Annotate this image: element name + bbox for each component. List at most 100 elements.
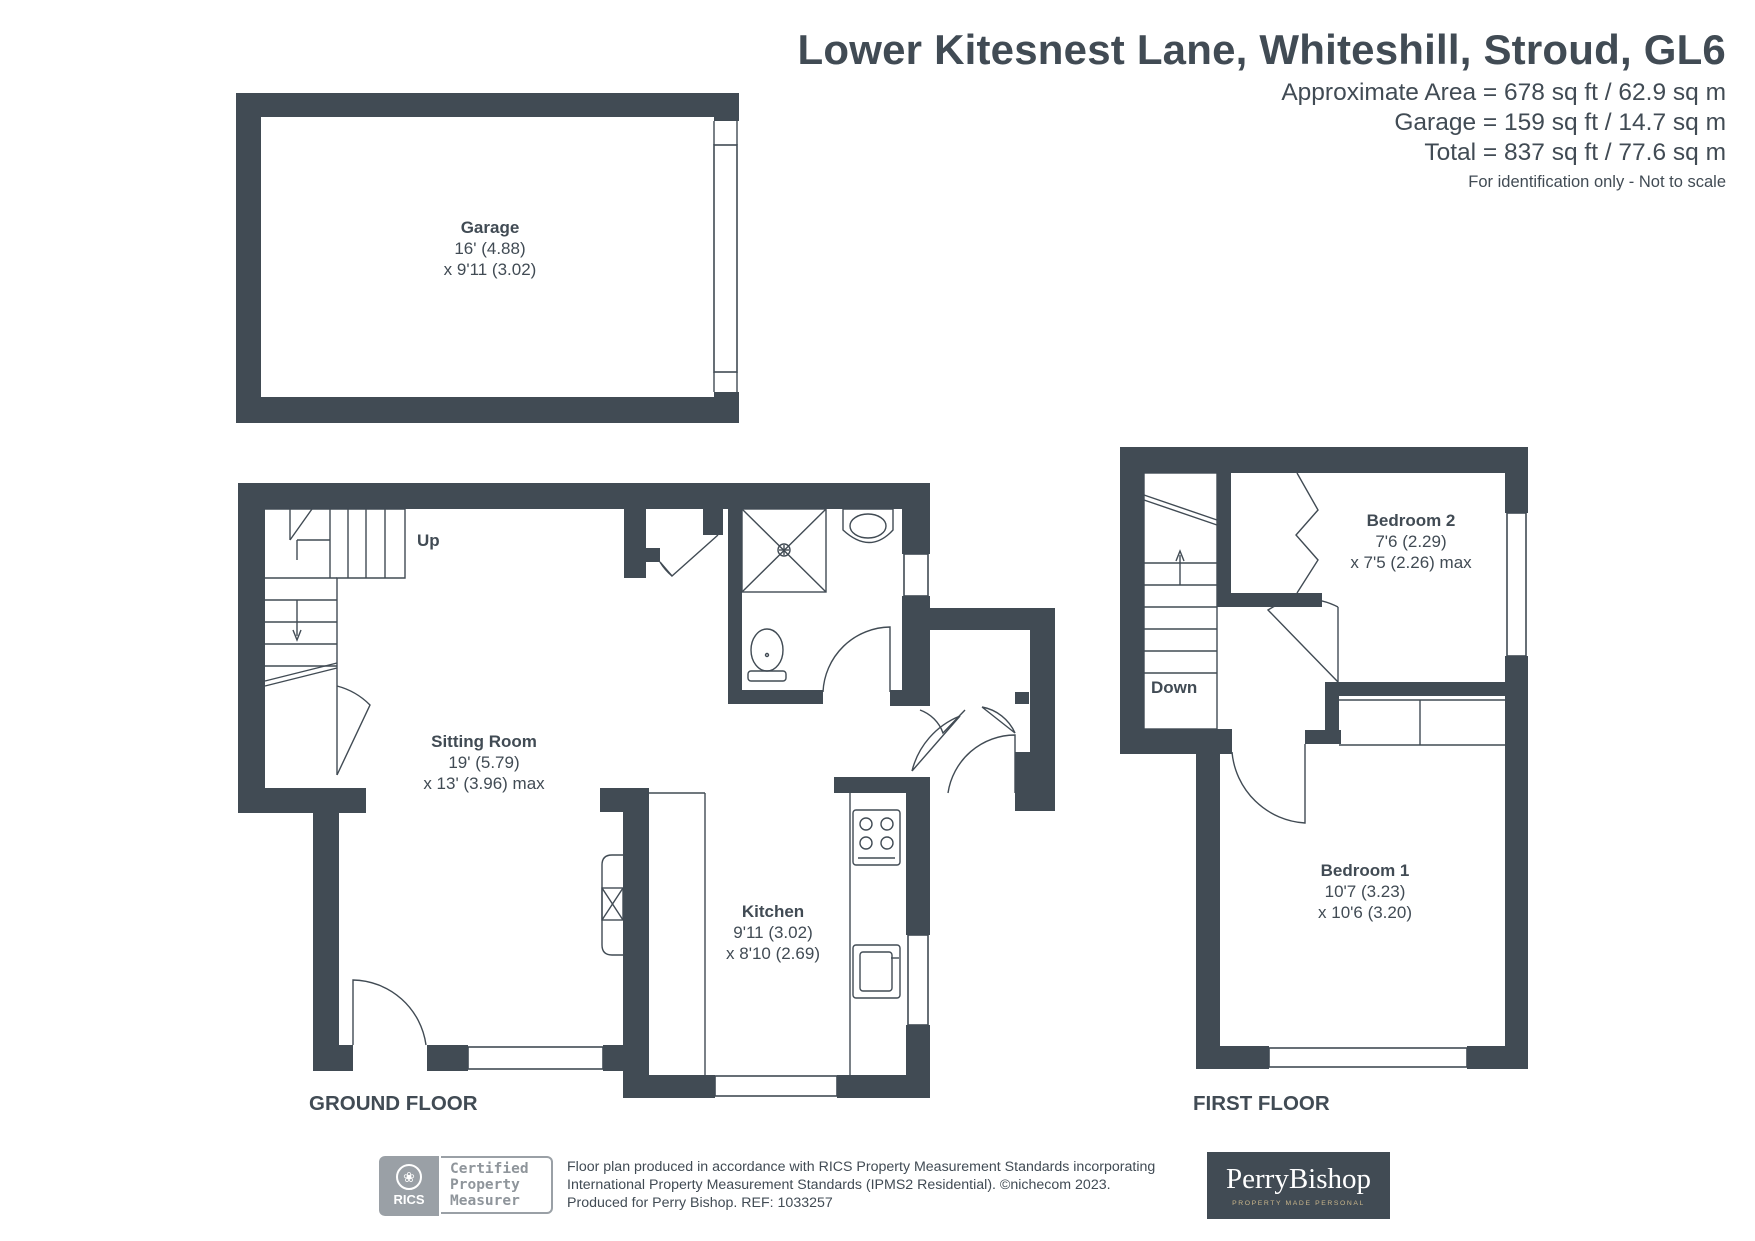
ff-bed1-stub: [1305, 730, 1341, 744]
bedroom1-dim2: x 10'6 (3.20): [1318, 903, 1412, 922]
ff-wall-right-lower: [1505, 656, 1528, 1069]
stairs-up-label: Up: [417, 531, 440, 550]
gf-partition-1b: [624, 548, 660, 562]
fixtures: [264, 472, 1505, 1075]
gf-wall-bottom-left: [313, 1045, 353, 1071]
garage-door: [713, 144, 738, 373]
garage-label: Garage: [461, 218, 520, 237]
total-area: Total = 837 sq ft / 77.6 sq m: [1424, 139, 1726, 166]
first-floor-label: FIRST FLOOR: [1193, 1092, 1330, 1115]
gf-window-sitting: [467, 1046, 604, 1070]
gf-porch-wall-right: [1030, 608, 1055, 811]
gf-kitchen-wall-left: [623, 788, 649, 1098]
gf-porch-wall-bottom: [1015, 792, 1055, 811]
kitchen-dim1: 9'11 (3.02): [733, 923, 812, 942]
bedroom2-dim2: x 7'5 (2.26) max: [1350, 553, 1472, 572]
walls: [236, 93, 1528, 1098]
gf-kitchen-wall-bottom-left: [623, 1075, 715, 1098]
ff-stair-partition: [1217, 473, 1231, 596]
gf-porch-wall-top: [905, 608, 1053, 630]
garage-area: Garage = 159 sq ft / 14.7 sq m: [1394, 109, 1726, 136]
front-door-swing: [947, 734, 1016, 794]
footer-line-1: Floor plan produced in accordance with R…: [567, 1159, 1156, 1175]
ff-landing-wall: [1217, 593, 1322, 607]
rics-cert-line-2: Property: [450, 1177, 520, 1193]
disclaimer: For identification only - Not to scale: [1468, 173, 1726, 191]
kitchen-dim2: x 8'10 (2.69): [726, 944, 820, 963]
property-header: Lower Kitesnest Lane, Whiteshill, Stroud…: [726, 22, 1726, 194]
bedroom1-label: Bedroom 1: [1321, 861, 1410, 880]
garage-dim1: 16' (4.88): [454, 239, 525, 258]
rics-certified-badge: ❀ RICS Certified Property Measurer: [379, 1156, 555, 1216]
floor-labels: GROUND FLOOR FIRST FLOOR: [309, 1092, 1330, 1115]
gf-shower-wall-left: [728, 509, 742, 704]
ground-floor-label: GROUND FLOOR: [309, 1092, 478, 1115]
gf-stairs-outline: [265, 508, 406, 686]
garage-wall-bottom: [236, 397, 739, 423]
garage-wall-left: [236, 93, 261, 423]
brand-tagline: PROPERTY MADE PERSONAL: [1232, 1200, 1365, 1207]
sitting-room-label: Sitting Room: [431, 732, 537, 751]
gf-wall-right-upper: [902, 509, 930, 554]
gf-wall-left-lower: [313, 788, 339, 1071]
gf-kitchen-wall-right-upper: [906, 788, 930, 935]
gf-kitchen-wall-top: [834, 777, 930, 793]
ff-wall-left: [1120, 447, 1144, 754]
gf-kitchen-wall-stub: [600, 788, 648, 812]
gf-wall-mid-left: [238, 788, 366, 813]
wash-basin: [842, 508, 894, 544]
rics-emblem-icon: ❀: [396, 1164, 422, 1190]
garage-wall-right-upper: [714, 93, 739, 121]
entrance-door-swing: [352, 979, 427, 1046]
garage-door-ends: [713, 121, 738, 392]
brand-name: PerryBishop: [1226, 1163, 1371, 1195]
property-address-title: Lower Kitesnest Lane, Whiteshill, Stroud…: [797, 26, 1726, 73]
rics-logo: ❀ RICS: [379, 1156, 439, 1216]
sitting-room-dim1: 19' (5.79): [448, 753, 519, 772]
ff-wall-right-upper: [1505, 447, 1528, 513]
ff-bed1-wall-left: [1196, 729, 1220, 1069]
garage-dim2: x 9'11 (3.02): [444, 260, 537, 279]
toilet-bowl: [750, 628, 784, 672]
ff-bed1-wall-bottom-left: [1196, 1046, 1269, 1069]
shower-tray: [741, 508, 827, 593]
ff-window-bed2: [1506, 512, 1527, 657]
bedroom2-label: Bedroom 2: [1367, 511, 1456, 530]
approximate-area: Approximate Area = 678 sq ft / 62.9 sq m: [1281, 79, 1726, 106]
ff-wall-top: [1120, 447, 1528, 473]
gf-wall-stub-right: [890, 690, 930, 706]
gf-porch-stub-2: [1015, 752, 1031, 794]
gf-shower-wall-bottom: [728, 690, 823, 704]
gf-window-bath: [903, 553, 929, 597]
perry-bishop-logo: PerryBishop PROPERTY MADE PERSONAL: [1207, 1152, 1390, 1219]
rics-cert-line-3: Measurer: [450, 1193, 520, 1209]
sitting-room-dim2: x 13' (3.96) max: [423, 774, 545, 793]
bedroom1-dim1: 10'7 (3.23): [1325, 882, 1406, 901]
rics-logo-text: RICS: [393, 1192, 425, 1207]
gf-window-kitchen-side: [907, 934, 929, 1026]
garage-wall-right-lower: [714, 392, 739, 423]
kitchen-label: Kitchen: [742, 902, 804, 921]
footer-line-2: International Property Measurement Stand…: [567, 1177, 1111, 1193]
gf-partition-2: [703, 509, 723, 535]
ff-bed1-wall-top: [1325, 682, 1517, 696]
gf-window-kitchen: [714, 1075, 838, 1097]
gf-wall-bottom-mid: [427, 1045, 468, 1071]
sitting-door-swing: [336, 685, 371, 776]
ff-window-bed1: [1268, 1047, 1468, 1068]
kitchen-sink: [852, 944, 901, 999]
bed2-wardrobe: [1295, 472, 1319, 594]
porch-inner-doors: [919, 709, 966, 735]
ff-bed1-wall-top-stub: [1325, 682, 1339, 732]
gf-wall-top: [238, 483, 930, 509]
rics-certificate-text: Certified Property Measurer: [441, 1156, 553, 1214]
footer-statement: Floor plan produced in accordance with R…: [567, 1158, 1155, 1212]
gf-partition-1: [624, 509, 646, 578]
bedroom2-dim1: 7'6 (2.29): [1375, 532, 1446, 551]
stairs-down-label: Down: [1151, 678, 1197, 697]
garage-wall-top: [236, 93, 739, 117]
windows-and-doors: [467, 144, 1527, 1097]
gf-kitchen-wall-right-lower: [906, 1025, 930, 1098]
gf-porch-stub: [1015, 692, 1029, 704]
